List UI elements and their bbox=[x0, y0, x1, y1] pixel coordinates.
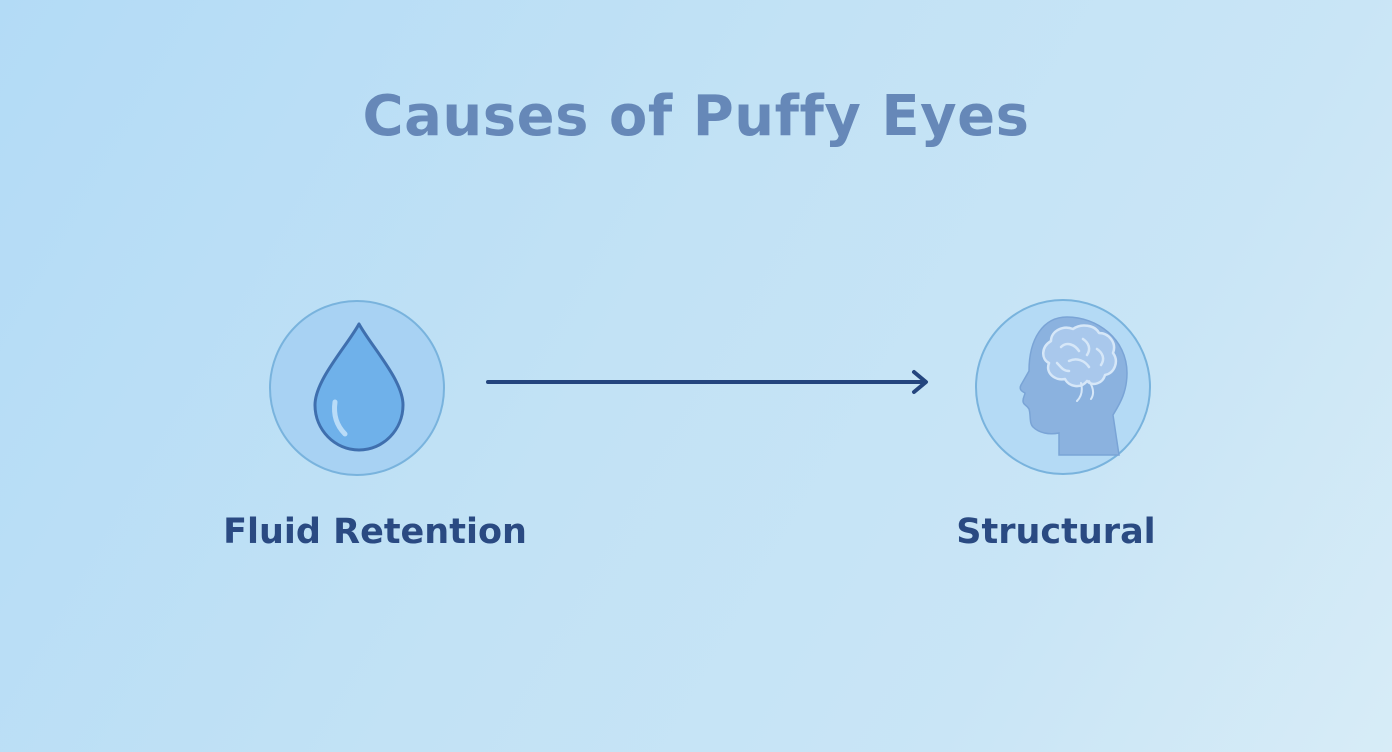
fluid-retention-label: Fluid Retention bbox=[223, 512, 527, 552]
flow-arrow bbox=[486, 370, 928, 394]
structural-node bbox=[975, 299, 1151, 475]
water-drop-icon bbox=[313, 322, 405, 452]
diagram-title: Causes of Puffy Eyes bbox=[362, 84, 1030, 149]
head-brain-icon bbox=[1019, 316, 1128, 456]
structural-label: Structural bbox=[956, 512, 1156, 552]
fluid-retention-node bbox=[269, 300, 445, 476]
